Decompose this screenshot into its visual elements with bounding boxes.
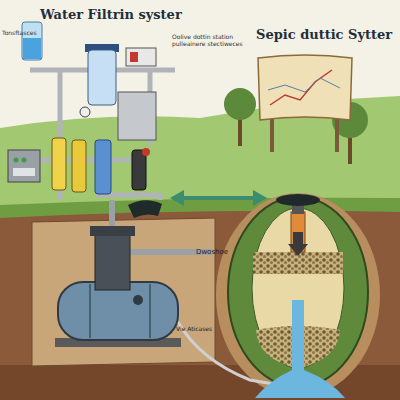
dark-canister [132,150,146,190]
control-panel [8,150,40,182]
blue-canister [95,140,111,194]
tank-lid [276,194,320,206]
indicator-light [14,158,19,163]
tree-canopy [224,88,256,120]
system-title: Water Filtrin syster [40,8,210,23]
filter-cartridge [88,50,116,105]
note-label: Tonsftasces [2,30,62,37]
indicator-light [22,158,27,163]
double-arrow-heads [170,190,267,206]
chart-line [270,70,332,105]
water-flow [255,300,345,398]
septic-cutaway [216,193,380,397]
tank-bands [90,284,150,338]
pump-flange [90,226,135,236]
black-paddle [128,200,162,218]
note-label: Oolive dottin station pulleainere stecti… [172,34,252,48]
storage-tank [58,282,178,340]
flow-arrow [288,232,308,256]
tank-valve [133,295,143,305]
chart-line [268,78,340,92]
tank-cutaway [32,218,215,366]
yellow-canister [72,140,86,192]
part-label: Dwoshoe [196,248,246,256]
water-jug [22,22,42,60]
valve-detail [130,52,138,62]
red-valve [142,148,150,156]
yellow-canister [52,138,66,190]
panel-display [13,168,35,176]
part-label: Vie Aticases [176,326,216,333]
system-title: Sepic duttic Sytter [256,28,398,43]
control-box [118,92,156,140]
map-board [258,55,352,120]
pump-unit [95,232,130,290]
riser-pipe [109,200,115,228]
valve-unit [126,48,156,66]
double-arrow-shaft [182,196,255,200]
pressure-gauge [80,107,90,117]
jug-water [23,38,41,59]
